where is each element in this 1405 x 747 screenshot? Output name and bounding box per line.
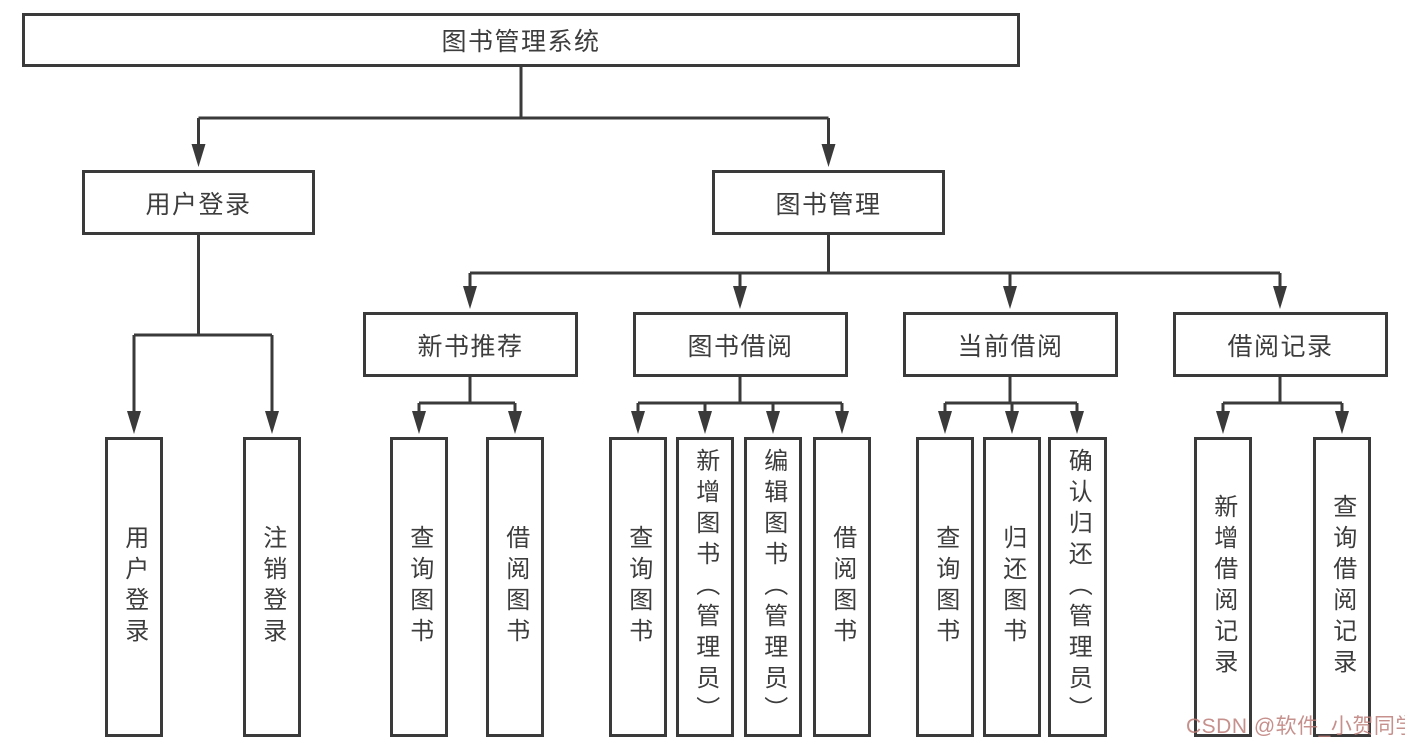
leaf-add-borrow-record-label: 新增借阅记录 [1209, 494, 1237, 680]
node-new-book-recommend-label: 新书推荐 [417, 332, 524, 361]
node-borrowing-records: 借阅记录 [1173, 312, 1388, 377]
leaf-borrow-books-2: 借阅图书 [813, 437, 871, 737]
csdn-watermark-text: CSDN @软件_小贺同学 [1186, 715, 1405, 738]
leaf-user-login: 用户登录 [105, 437, 163, 737]
leaf-query-books-2-label: 查询图书 [624, 525, 652, 649]
leaf-edit-book-admin-label: 编辑图书（管理员） [759, 447, 787, 727]
leaf-borrow-books-2-label: 借阅图书 [828, 525, 856, 649]
leaf-add-book-admin-label: 新增图书（管理员） [691, 447, 719, 727]
leaf-logout: 注销登录 [243, 437, 301, 737]
node-current-borrowing: 当前借阅 [903, 312, 1118, 377]
leaf-query-borrow-record-label: 查询借阅记录 [1328, 494, 1356, 680]
node-borrowing-records-label: 借阅记录 [1227, 332, 1334, 361]
leaf-query-books-1: 查询图书 [390, 437, 448, 737]
leaf-edit-book-admin: 编辑图书（管理员） [744, 437, 802, 737]
node-new-book-recommend: 新书推荐 [363, 312, 578, 377]
leaf-query-books-3: 查询图书 [916, 437, 974, 737]
leaf-confirm-return-admin: 确认归还（管理员） [1048, 437, 1107, 737]
csdn-watermark: CSDN @软件_小贺同学 [1186, 710, 1405, 740]
node-book-management-label: 图书管理 [775, 190, 882, 219]
leaf-borrow-books-1-label: 借阅图书 [501, 525, 529, 649]
leaf-confirm-return-admin-label: 确认归还（管理员） [1064, 447, 1092, 727]
leaf-user-login-label: 用户登录 [120, 525, 148, 649]
node-book-borrowing-label: 图书借阅 [687, 332, 794, 361]
leaf-add-borrow-record: 新增借阅记录 [1194, 437, 1252, 737]
leaf-query-books-3-label: 查询图书 [931, 525, 959, 649]
node-user-login-label: 用户登录 [145, 190, 252, 219]
node-book-borrowing: 图书借阅 [633, 312, 848, 377]
node-current-borrowing-label: 当前借阅 [957, 332, 1064, 361]
leaf-query-books-1-label: 查询图书 [405, 525, 433, 649]
leaf-return-books-label: 归还图书 [998, 525, 1026, 649]
leaf-query-borrow-record: 查询借阅记录 [1313, 437, 1371, 737]
leaf-return-books: 归还图书 [983, 437, 1041, 737]
node-root-system: 图书管理系统 [22, 13, 1020, 67]
leaf-borrow-books-1: 借阅图书 [486, 437, 544, 737]
node-book-management: 图书管理 [712, 170, 945, 235]
leaf-query-books-2: 查询图书 [609, 437, 667, 737]
leaf-logout-label: 注销登录 [258, 525, 286, 649]
leaf-add-book-admin: 新增图书（管理员） [676, 437, 734, 737]
node-user-login: 用户登录 [82, 170, 315, 235]
node-root-system-label: 图书管理系统 [441, 28, 601, 56]
